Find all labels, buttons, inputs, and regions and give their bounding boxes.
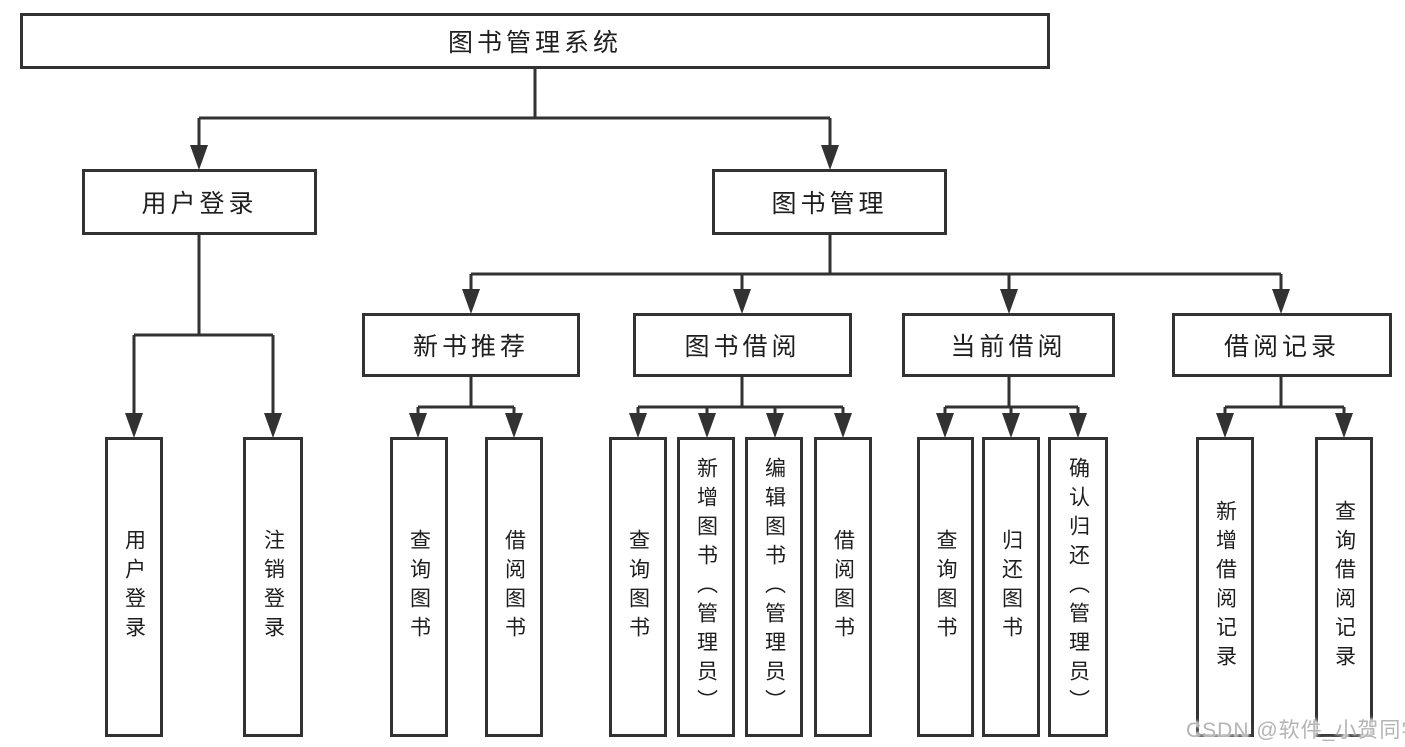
arrow-down-icon: [125, 413, 143, 438]
arrow-down-icon: [190, 145, 208, 170]
leaf-user-login: 用户登录: [105, 437, 163, 737]
leaf-return-book: 归还图书: [982, 437, 1040, 737]
arrow-down-icon: [698, 413, 716, 438]
node-book-management: 图书管理: [712, 169, 947, 235]
node-label: 图书管理: [771, 190, 888, 218]
node-user-login: 用户登录: [82, 169, 317, 235]
arrow-down-icon: [733, 289, 751, 314]
leaf-query-books-recommend: 查询图书: [390, 437, 448, 737]
arrow-down-icons: [125, 145, 1353, 438]
arrow-down-icon: [264, 413, 282, 438]
node-book-borrowing: 图书借阅: [633, 313, 852, 377]
node-label: 归还图书: [999, 529, 1023, 645]
arrow-down-icon: [1272, 289, 1290, 314]
arrow-down-icon: [409, 413, 427, 438]
node-label: 编辑图书（管理员）: [762, 456, 786, 718]
node-library-system: 图书管理系统: [20, 13, 1050, 69]
node-label: 图书借阅: [684, 333, 801, 361]
arrow-down-icon: [1335, 413, 1353, 438]
node-label: 查询图书: [934, 529, 957, 645]
node-label: 新增图书（管理员）: [694, 456, 718, 718]
leaf-logout: 注销登录: [243, 437, 303, 737]
arrow-down-icon: [766, 413, 784, 438]
node-label: 图书管理系统: [447, 29, 622, 57]
node-current-borrowing: 当前借阅: [902, 313, 1115, 377]
node-borrowing-records: 借阅记录: [1172, 313, 1392, 377]
node-label: 当前借阅: [950, 333, 1067, 361]
node-label: 查询图书: [626, 529, 650, 645]
node-label: 查询图书: [407, 529, 431, 645]
leaf-query-books-current: 查询图书: [917, 437, 974, 737]
arrow-down-icon: [936, 413, 954, 438]
arrow-down-icon: [505, 413, 523, 438]
arrow-down-icon: [1216, 413, 1234, 438]
node-label: 借阅图书: [831, 529, 855, 645]
leaf-borrow-books: 借阅图书: [814, 437, 872, 737]
node-new-book-recommend: 新书推荐: [362, 313, 580, 377]
node-label: 新增借阅记录: [1213, 500, 1237, 674]
node-label: 新书推荐: [412, 333, 529, 361]
node-label: 借阅图书: [502, 529, 526, 645]
leaf-query-borrow-record: 查询借阅记录: [1315, 437, 1373, 737]
arrow-down-icon: [462, 289, 480, 314]
leaf-confirm-return-admin: 确认归还（管理员）: [1048, 437, 1108, 737]
node-label: 用户登录: [141, 190, 258, 218]
arrow-down-icon: [821, 145, 839, 170]
leaf-query-books-borrow: 查询图书: [609, 437, 667, 737]
arrow-down-icon: [1069, 413, 1087, 438]
node-label: 查询借阅记录: [1332, 500, 1356, 674]
node-label: 用户登录: [122, 529, 146, 645]
leaf-add-book-admin: 新增图书（管理员）: [677, 437, 735, 737]
arrow-down-icon: [1002, 413, 1020, 438]
leaf-borrow-books-recommend: 借阅图书: [485, 437, 543, 737]
leaf-edit-book-admin: 编辑图书（管理员）: [745, 437, 803, 737]
csdn-watermark: CSDN @软件_小贺同学: [1186, 719, 1405, 742]
tree-connectors: [132, 68, 1346, 414]
node-label: 借阅记录: [1223, 333, 1340, 361]
arrow-down-icon: [629, 413, 647, 438]
node-label: 确认归还（管理员）: [1066, 456, 1090, 718]
node-label: 注销登录: [261, 529, 285, 645]
leaf-add-borrow-record: 新增借阅记录: [1196, 437, 1254, 737]
arrow-down-icon: [834, 413, 852, 438]
arrow-down-icon: [1000, 289, 1018, 314]
